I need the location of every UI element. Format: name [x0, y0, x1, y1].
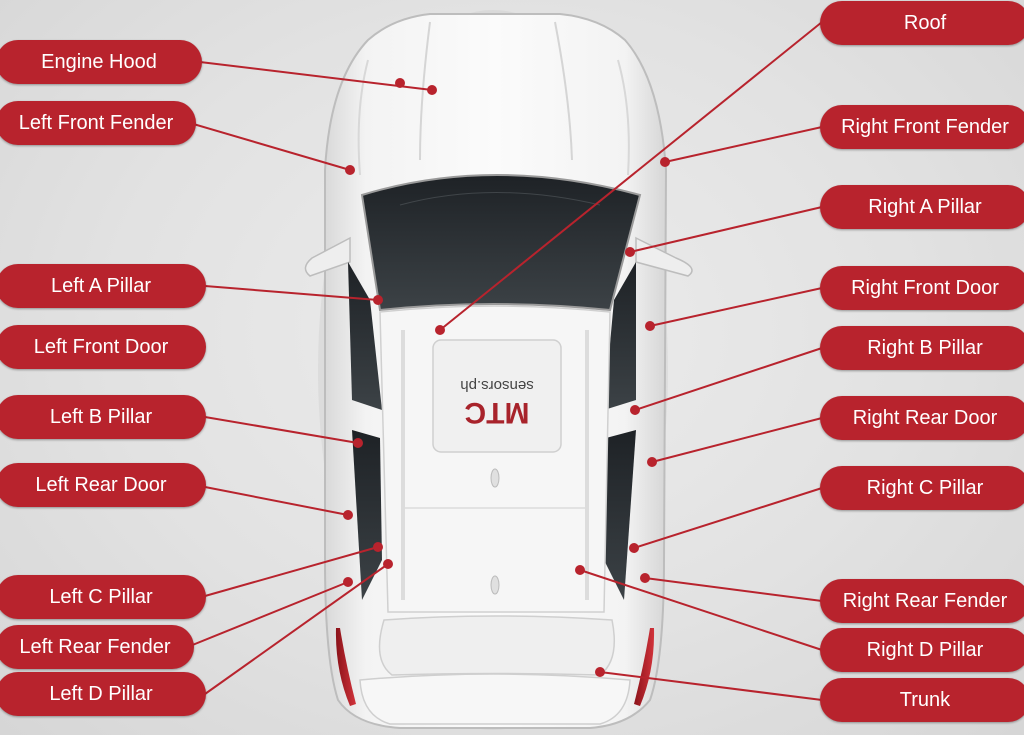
endpoint-right-c-pillar: [629, 543, 639, 553]
leader-engine-hood: [199, 61, 433, 91]
endpoint-engine-hood: [427, 85, 437, 95]
endpoint-left-front-fender: [345, 165, 355, 175]
left-rear-window: [352, 430, 382, 600]
leader-trunk: [599, 671, 823, 701]
label-right-rear-fender: Right Rear Fender: [820, 579, 1024, 623]
endpoint-right-a-pillar: [625, 247, 635, 257]
logo: MTC sensors.ph: [460, 377, 533, 429]
label-roof: Roof: [820, 1, 1024, 45]
endpoint-right-d-pillar: [575, 565, 585, 575]
leader-left-a-pillar: [204, 285, 379, 301]
leader-right-front-door: [649, 287, 823, 327]
leader-right-d-pillar: [579, 569, 823, 651]
label-left-a-pillar: Left A Pillar: [0, 264, 206, 308]
right-tail-light: [634, 628, 655, 706]
label-left-d-pillar: Left D Pillar: [0, 672, 206, 716]
label-left-rear-fender: Left Rear Fender: [0, 625, 194, 669]
endpoint-roof: [435, 325, 445, 335]
left-tail-light: [335, 628, 356, 706]
leader-left-c-pillar: [204, 546, 379, 597]
windshield: [360, 174, 642, 312]
label-left-front-fender: Left Front Fender: [0, 101, 196, 145]
leader-right-front-fender: [664, 126, 823, 163]
leader-left-b-pillar: [204, 416, 359, 444]
endpoint-left-c-pillar: [373, 542, 383, 552]
label-right-rear-door: Right Rear Door: [820, 396, 1024, 440]
leader-right-b-pillar: [634, 347, 823, 411]
endpoint-left-a-pillar: [373, 295, 383, 305]
label-right-front-door: Right Front Door: [820, 266, 1024, 310]
label-engine-hood: Engine Hood: [0, 40, 202, 84]
leader-right-a-pillar: [629, 206, 823, 253]
logo-plate: [432, 339, 562, 453]
endpoint-left-rear-fender: [343, 577, 353, 587]
leader-right-rear-door: [651, 417, 823, 463]
label-left-rear-door: Left Rear Door: [0, 463, 206, 507]
label-left-front-door: Left Front Door: [0, 325, 206, 369]
endpoint-right-front-fender: [660, 157, 670, 167]
left-mirror: [304, 236, 351, 277]
leader-left-front-fender: [189, 122, 351, 171]
label-right-c-pillar: Right C Pillar: [820, 466, 1024, 510]
leader-left-rear-door: [204, 486, 349, 516]
endpoint-right-b-pillar: [630, 405, 640, 415]
endpoint-left-rear-door: [343, 510, 353, 520]
label-left-b-pillar: Left B Pillar: [0, 395, 206, 439]
logo-brand: MTC: [465, 396, 530, 429]
leader-left-rear-fender: [189, 581, 349, 647]
right-front-window: [604, 262, 636, 410]
logo-domain: sensors.ph: [460, 377, 533, 394]
label-right-front-fender: Right Front Fender: [820, 105, 1024, 149]
endpoint-right-rear-fender: [640, 573, 650, 583]
leader-endpoints: [343, 78, 670, 677]
label-right-a-pillar: Right A Pillar: [820, 185, 1024, 229]
endpoint-left-b-pillar: [353, 438, 363, 448]
endpoint-engine-hood-2: [395, 78, 405, 88]
label-left-c-pillar: Left C Pillar: [0, 575, 206, 619]
label-right-b-pillar: Right B Pillar: [820, 326, 1024, 370]
endpoint-trunk: [595, 667, 605, 677]
leader-left-d-pillar: [204, 563, 389, 695]
car-body: [304, 10, 693, 730]
endpoint-right-rear-door: [647, 457, 657, 467]
endpoint-right-front-door: [645, 321, 655, 331]
label-trunk: Trunk: [820, 678, 1024, 722]
leader-roof: [439, 21, 823, 331]
endpoint-left-d-pillar: [383, 559, 393, 569]
label-right-d-pillar: Right D Pillar: [820, 628, 1024, 672]
leader-right-c-pillar: [633, 487, 823, 549]
right-rear-window: [604, 430, 636, 600]
leader-right-rear-fender: [644, 577, 823, 602]
trunk-panel: [359, 673, 631, 725]
leader-lines: [189, 21, 823, 701]
rear-window: [378, 615, 615, 676]
